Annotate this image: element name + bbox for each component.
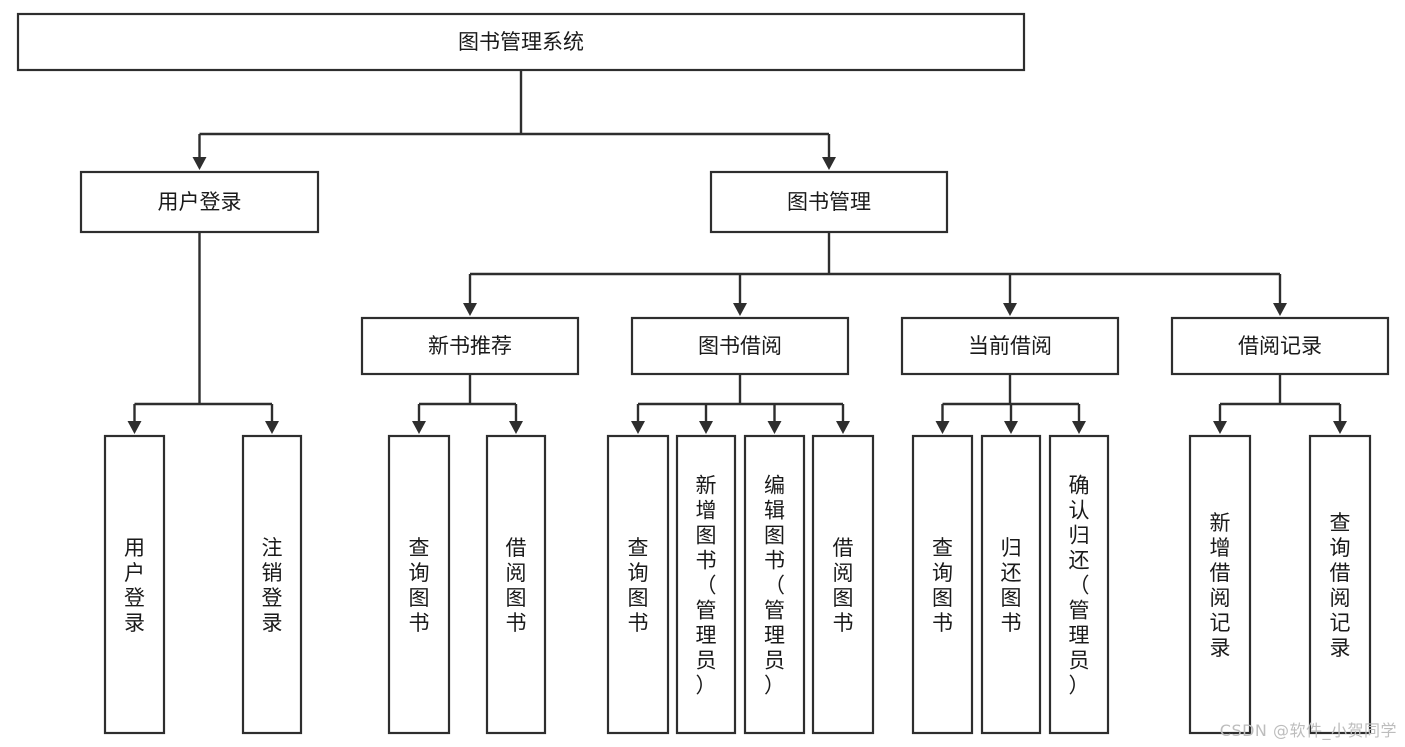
node-leaf-0-label: 用户登录 bbox=[124, 536, 145, 635]
node-leaf-8-box[interactable] bbox=[911, 434, 974, 735]
watermark-text: CSDN @软件_小贺同学 bbox=[1219, 721, 1397, 740]
node-leaf-4-box[interactable] bbox=[606, 434, 670, 735]
node-leaf-7[interactable]: 借阅图书 bbox=[811, 434, 875, 735]
connector-layer bbox=[127, 70, 1347, 434]
node-leaf-12[interactable]: 查询借阅记录 bbox=[1308, 434, 1372, 735]
connector-branch-arrowhead bbox=[509, 421, 523, 434]
connector-branch-arrowhead bbox=[699, 421, 713, 434]
node-leaf-7-label: 借阅图书 bbox=[833, 536, 854, 635]
node-leaf-4-label: 查询图书 bbox=[628, 536, 649, 635]
node-leaf-1-box[interactable] bbox=[241, 434, 303, 735]
node-level3-1-label: 图书借阅 bbox=[698, 334, 782, 358]
node-level3-2[interactable]: 当前借阅 bbox=[900, 316, 1120, 376]
connector-branch-arrowhead bbox=[1004, 421, 1018, 434]
connector-branch-arrowhead bbox=[935, 421, 950, 434]
node-leaf-1[interactable]: 注销登录 bbox=[241, 434, 303, 735]
node-level2-0-box[interactable] bbox=[79, 170, 320, 234]
connector-branch-arrowhead bbox=[1333, 421, 1347, 434]
node-leaf-2[interactable]: 查询图书 bbox=[387, 434, 451, 735]
node-level3-1[interactable]: 图书借阅 bbox=[630, 316, 850, 376]
node-leaf-8[interactable]: 查询图书 bbox=[911, 434, 974, 735]
connector-branch-arrowhead bbox=[836, 421, 850, 434]
node-leaf-6-label: 编辑图书（管理员） bbox=[764, 474, 785, 698]
connector-branch-arrowhead bbox=[1213, 421, 1227, 434]
node-leaf-6[interactable]: 编辑图书（管理员） bbox=[743, 434, 806, 735]
node-leaf-5-label: 新增图书（管理员） bbox=[696, 474, 717, 698]
node-leaf-2-label: 查询图书 bbox=[409, 536, 430, 635]
node-leaf-5-box[interactable] bbox=[675, 434, 737, 735]
connector-branch-arrowhead bbox=[1273, 303, 1287, 316]
node-level3-2-box[interactable] bbox=[900, 316, 1120, 376]
node-root-label: 图书管理系统 bbox=[458, 30, 584, 54]
connector-branch-arrowhead bbox=[463, 303, 477, 316]
connector-branch-arrowhead bbox=[822, 157, 836, 170]
node-level3-1-box[interactable] bbox=[630, 316, 850, 376]
connector-branch-arrowhead bbox=[767, 421, 782, 434]
node-leaf-8-label: 查询图书 bbox=[932, 536, 953, 635]
node-leaf-11-box[interactable] bbox=[1188, 434, 1252, 735]
connector-branch-arrowhead bbox=[265, 421, 279, 434]
connector-branch-arrowhead bbox=[1072, 421, 1086, 434]
node-leaf-11[interactable]: 新增借阅记录 bbox=[1188, 434, 1252, 735]
node-level3-0-label: 新书推荐 bbox=[428, 334, 512, 358]
node-leaf-1-label: 注销登录 bbox=[262, 536, 283, 635]
node-root[interactable]: 图书管理系统 bbox=[16, 12, 1026, 72]
node-leaf-3-label: 借阅图书 bbox=[506, 536, 527, 635]
node-layer: 图书管理系统用户登录图书管理新书推荐图书借阅当前借阅借阅记录用户登录注销登录查询… bbox=[16, 12, 1390, 735]
node-leaf-12-label: 查询借阅记录 bbox=[1330, 511, 1351, 660]
connector-branch-arrowhead bbox=[127, 421, 142, 434]
node-level2-1-label: 图书管理 bbox=[787, 190, 871, 214]
node-level3-0-box[interactable] bbox=[360, 316, 580, 376]
node-leaf-10-box[interactable] bbox=[1048, 434, 1110, 735]
connector-branch-arrowhead bbox=[631, 421, 645, 434]
connector-branch-arrowhead bbox=[412, 421, 426, 434]
node-leaf-10-label: 确认归还（管理员） bbox=[1069, 474, 1090, 698]
connector-branch-arrowhead bbox=[192, 157, 207, 170]
node-leaf-12-box[interactable] bbox=[1308, 434, 1372, 735]
node-leaf-7-box[interactable] bbox=[811, 434, 875, 735]
node-level3-2-label: 当前借阅 bbox=[968, 334, 1052, 358]
node-leaf-4[interactable]: 查询图书 bbox=[606, 434, 670, 735]
node-level3-0[interactable]: 新书推荐 bbox=[360, 316, 580, 376]
node-leaf-10[interactable]: 确认归还（管理员） bbox=[1048, 434, 1110, 735]
node-leaf-9-label: 归还图书 bbox=[1001, 536, 1022, 635]
node-leaf-0[interactable]: 用户登录 bbox=[103, 434, 166, 735]
node-leaf-3[interactable]: 借阅图书 bbox=[485, 434, 547, 735]
node-leaf-9[interactable]: 归还图书 bbox=[980, 434, 1042, 735]
node-leaf-3-box[interactable] bbox=[485, 434, 547, 735]
node-level2-0-label: 用户登录 bbox=[158, 190, 242, 214]
connector-branch-arrowhead bbox=[733, 303, 747, 316]
connector-branch-arrowhead bbox=[1003, 303, 1017, 316]
node-level3-3[interactable]: 借阅记录 bbox=[1170, 316, 1390, 376]
node-level3-3-box[interactable] bbox=[1170, 316, 1390, 376]
node-leaf-2-box[interactable] bbox=[387, 434, 451, 735]
node-level2-0[interactable]: 用户登录 bbox=[79, 170, 320, 234]
node-leaf-6-box[interactable] bbox=[743, 434, 806, 735]
node-level3-3-label: 借阅记录 bbox=[1238, 334, 1322, 358]
node-root-box[interactable] bbox=[16, 12, 1026, 72]
node-leaf-5[interactable]: 新增图书（管理员） bbox=[675, 434, 737, 735]
node-leaf-9-box[interactable] bbox=[980, 434, 1042, 735]
node-leaf-11-label: 新增借阅记录 bbox=[1210, 511, 1231, 660]
node-level2-1[interactable]: 图书管理 bbox=[709, 170, 949, 234]
node-leaf-0-box[interactable] bbox=[103, 434, 166, 735]
node-level2-1-box[interactable] bbox=[709, 170, 949, 234]
